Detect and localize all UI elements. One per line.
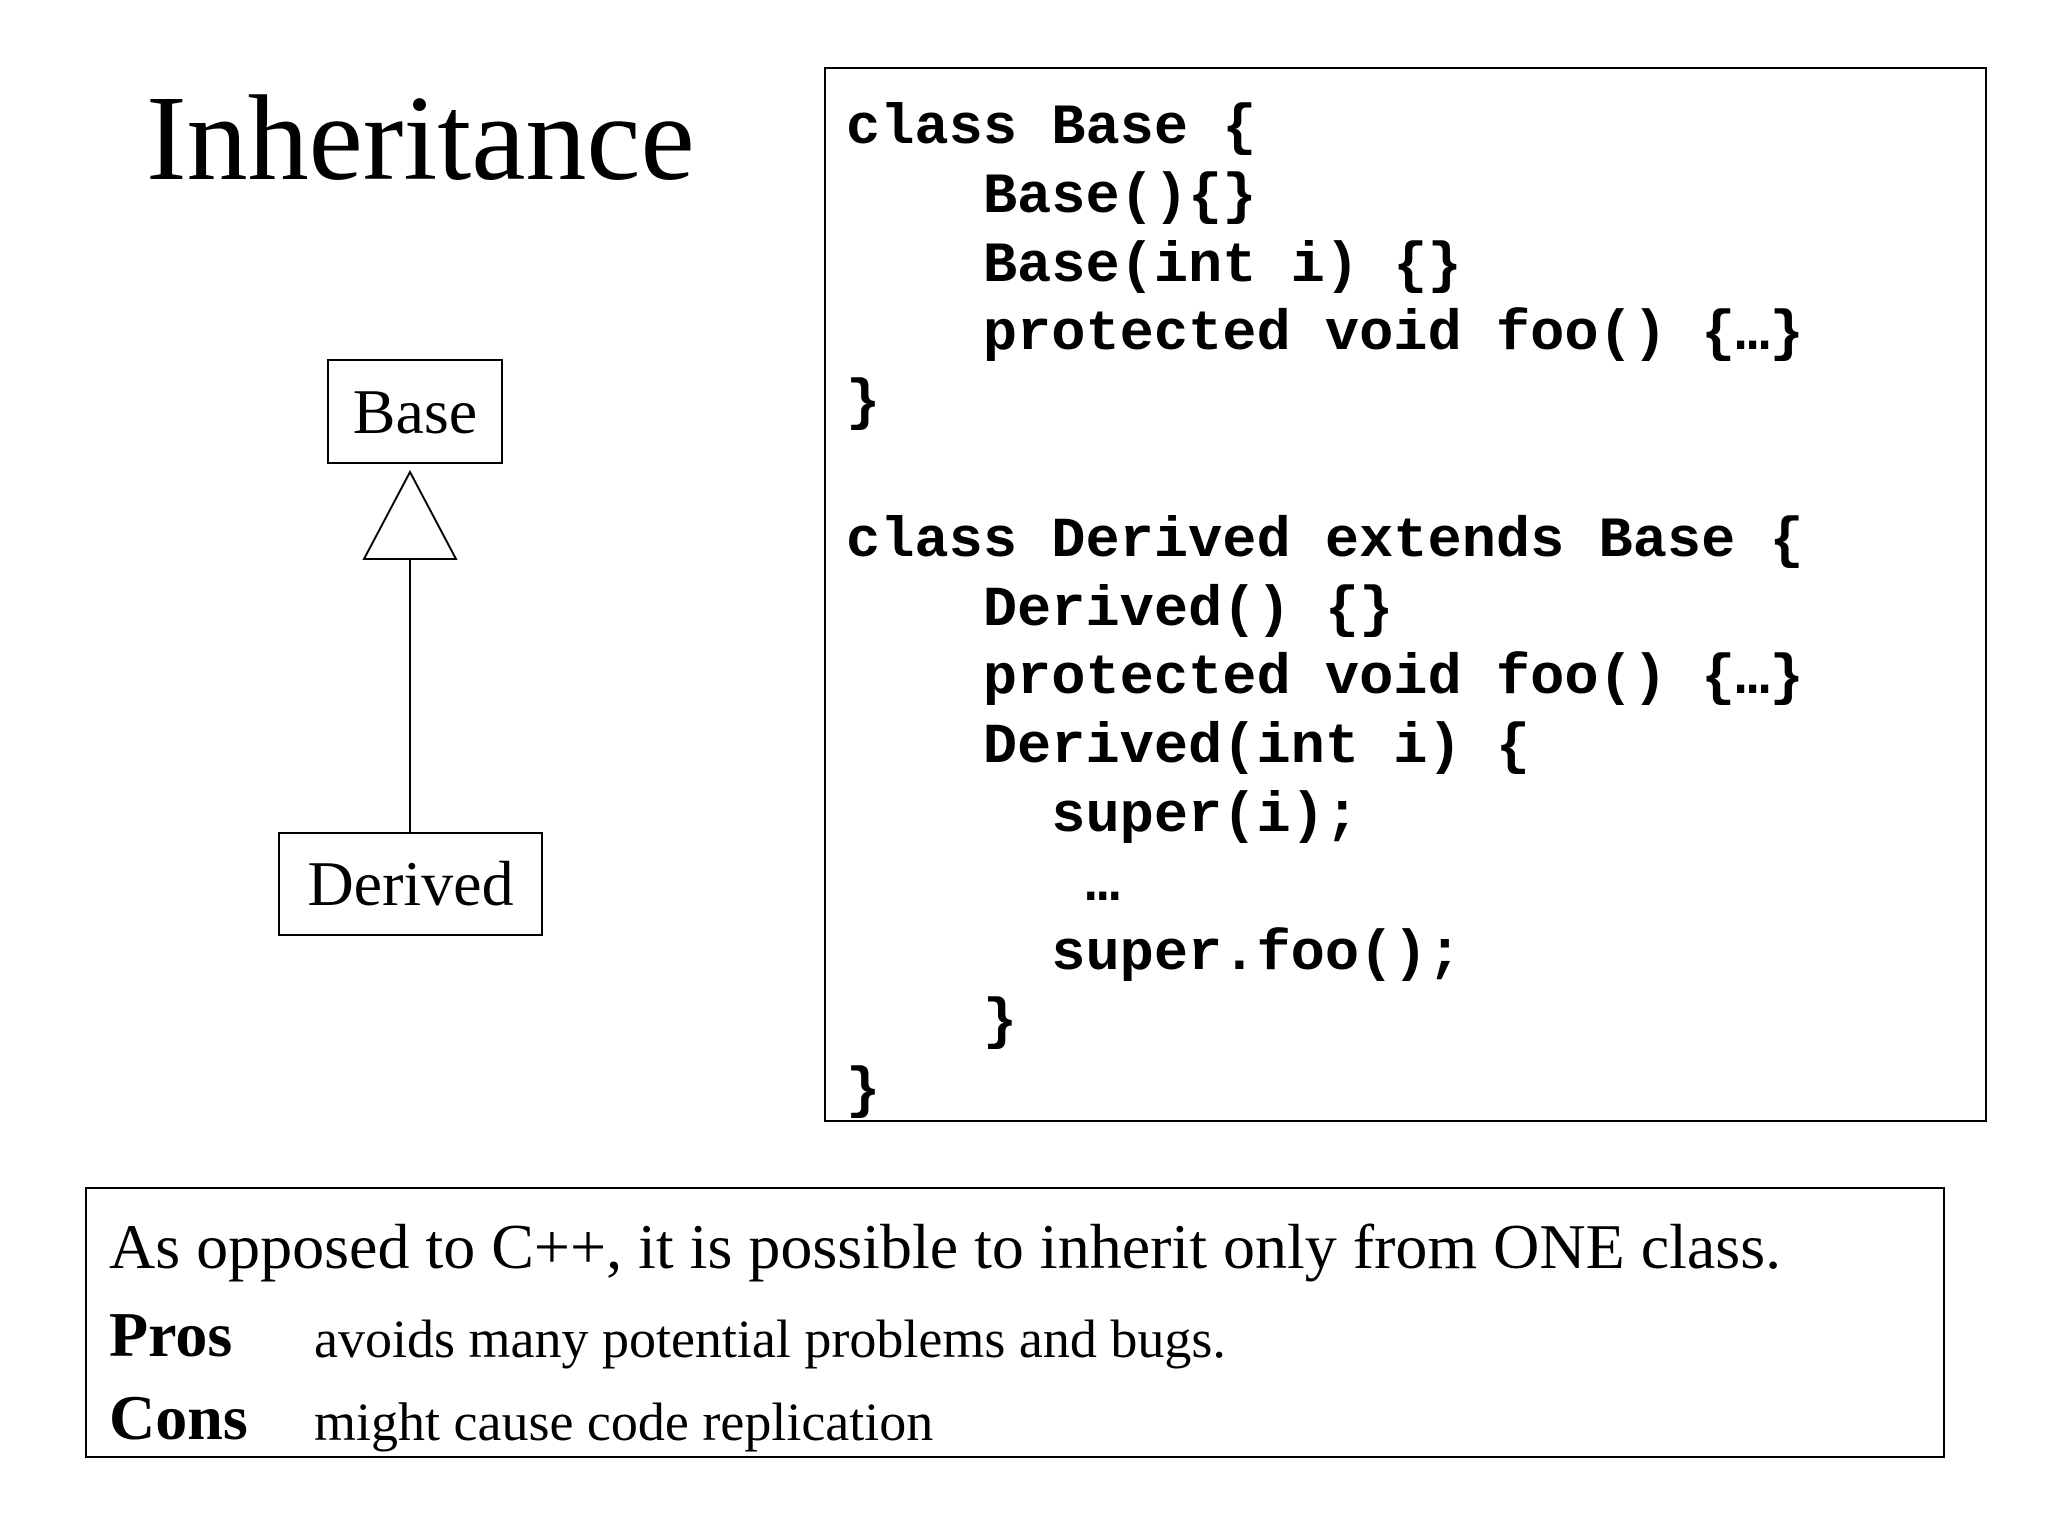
code-line: Derived(int i) { — [846, 716, 1531, 780]
code-line: class Derived extends Base { — [846, 510, 1804, 574]
code-line: } — [846, 1060, 881, 1122]
pros-text: avoids many potential problems and bugs. — [314, 1309, 1226, 1369]
code-line: } — [846, 991, 1018, 1055]
code-line: protected void foo() {…} — [846, 647, 1804, 711]
cons-label: Cons — [109, 1382, 248, 1453]
base-class-box: Base — [327, 359, 503, 464]
code-line: … — [846, 854, 1120, 918]
code-panel: class Base { Base(){} Base(int i) {} pro… — [824, 67, 1987, 1122]
derived-class-box: Derived — [278, 832, 543, 936]
cons-text: might cause code replication — [314, 1392, 934, 1452]
code-line: super(i); — [846, 785, 1360, 849]
note-main-text: As opposed to C++, it is possible to inh… — [109, 1211, 1782, 1282]
base-class-label: Base — [352, 375, 478, 447]
generalization-arrowhead — [362, 469, 458, 560]
code-line: super.foo(); — [846, 923, 1462, 987]
code-line: Base(){} — [846, 166, 1257, 230]
pros-label: Pros — [109, 1299, 233, 1370]
code-line: } — [846, 372, 881, 436]
code-line: Derived() {} — [846, 579, 1394, 643]
code-line: class Base { — [846, 97, 1257, 161]
derived-class-label: Derived — [307, 848, 514, 919]
slide-title: Inheritance — [146, 71, 695, 206]
code-line: Base(int i) {} — [846, 235, 1462, 299]
note-panel: As opposed to C++, it is possible to inh… — [85, 1187, 1945, 1458]
code-line: protected void foo() {…} — [846, 303, 1804, 367]
